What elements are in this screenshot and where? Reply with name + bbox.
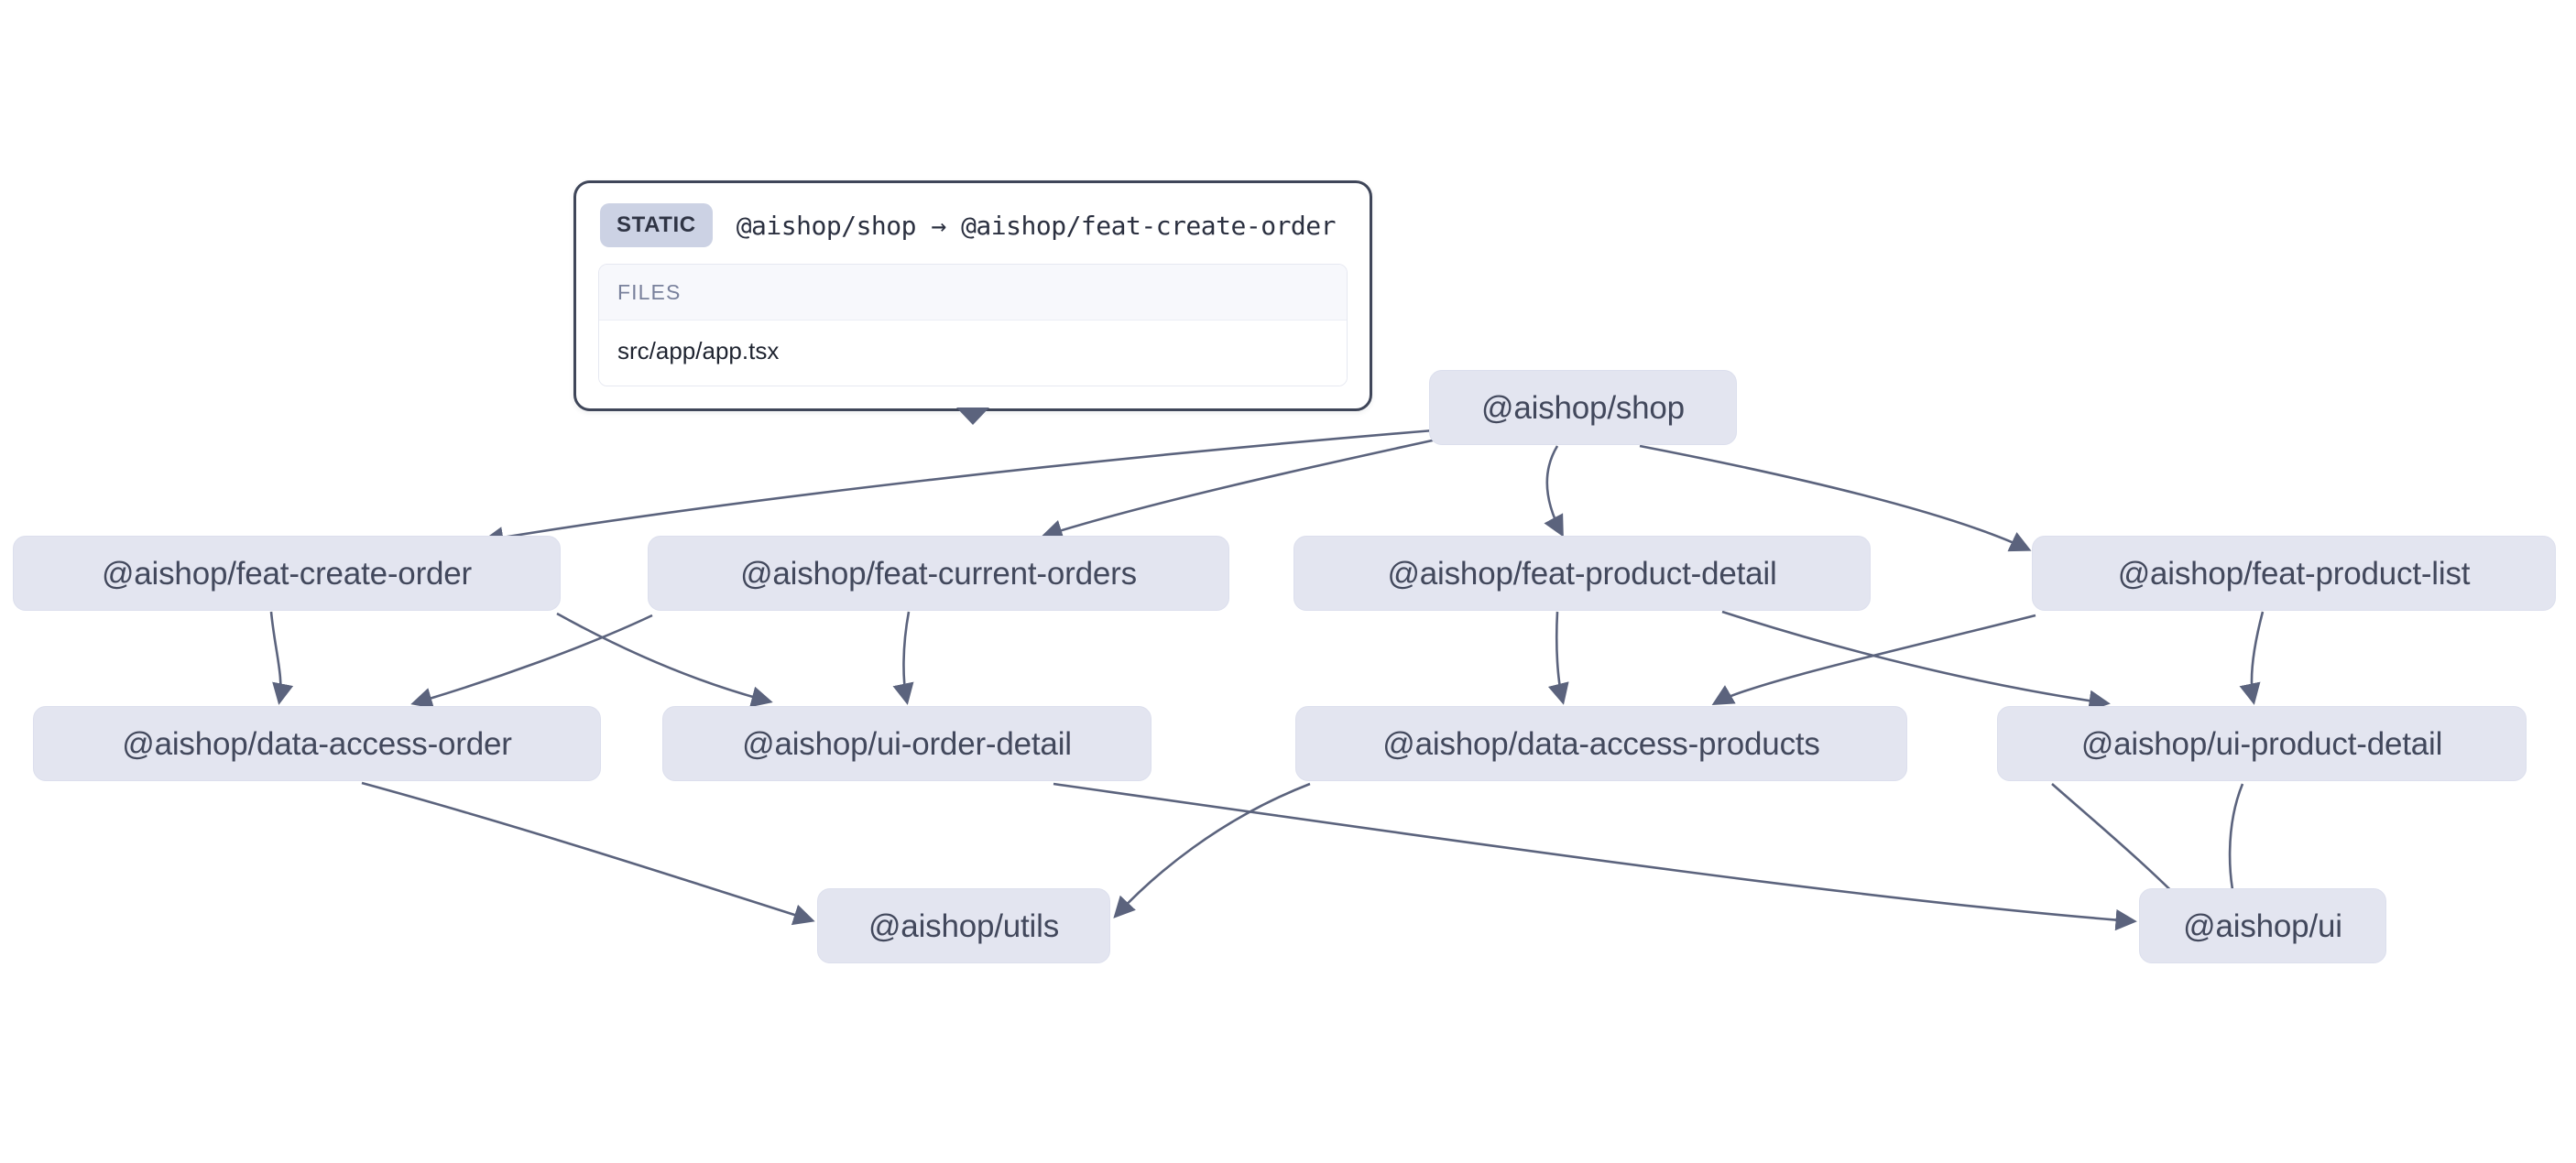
node-label: @aishop/feat-current-orders xyxy=(740,555,1137,592)
edge-data-access-order-to-utils xyxy=(361,781,815,926)
edge-data-access-products-to-utils xyxy=(1113,782,1311,918)
node-aishop-ui[interactable]: @aishop/ui xyxy=(2139,888,2386,963)
edge-shop-to-feat-product-list xyxy=(1639,444,2032,552)
edge-feat-current-orders-to-data-access-order xyxy=(410,614,653,709)
edge-feat-product-detail-to-ui-product-detail xyxy=(1721,610,2111,712)
edge-feat-product-list-to-ui-product-detail xyxy=(2239,611,2265,705)
node-aishop-shop[interactable]: @aishop/shop xyxy=(1429,370,1737,445)
edge-feat-product-detail-to-data-access-products xyxy=(1547,611,1569,705)
node-label: @aishop/data-access-products xyxy=(1382,725,1820,762)
edge-ui-order-detail-to-ui xyxy=(1053,782,2137,931)
tooltip-header: STATIC @aishop/shop → @aishop/feat-creat… xyxy=(576,183,1370,260)
node-label: @aishop/ui xyxy=(2183,908,2342,944)
file-row[interactable]: src/app/app.tsx xyxy=(599,321,1347,386)
node-label: @aishop/utils xyxy=(868,908,1060,944)
edge-feat-product-list-to-data-access-products xyxy=(1711,614,2036,705)
edge-detail-tooltip[interactable]: STATIC @aishop/shop → @aishop/feat-creat… xyxy=(573,180,1372,425)
edge-feat-create-order-to-data-access-order xyxy=(269,611,294,705)
files-panel: FILES src/app/app.tsx xyxy=(598,264,1348,386)
static-badge: STATIC xyxy=(600,203,713,247)
node-aishop-data-access-products[interactable]: @aishop/data-access-products xyxy=(1295,706,1907,781)
node-aishop-feat-product-detail[interactable]: @aishop/feat-product-detail xyxy=(1293,536,1871,611)
node-aishop-ui-order-detail[interactable]: @aishop/ui-order-detail xyxy=(662,706,1152,781)
node-aishop-feat-create-order[interactable]: @aishop/feat-create-order xyxy=(13,536,561,611)
node-label: @aishop/feat-product-detail xyxy=(1387,555,1777,592)
node-label: @aishop/feat-product-list xyxy=(2117,555,2471,592)
node-label: @aishop/data-access-order xyxy=(122,725,512,762)
edge-feat-create-order-to-ui-order-detail xyxy=(556,612,773,708)
node-aishop-data-access-order[interactable]: @aishop/data-access-order xyxy=(33,706,601,781)
edge-feat-current-orders-to-ui-order-detail xyxy=(892,611,914,705)
node-label: @aishop/feat-create-order xyxy=(101,555,473,592)
node-label: @aishop/shop xyxy=(1481,389,1685,426)
node-label: @aishop/ui-product-detail xyxy=(2080,725,2443,762)
node-aishop-utils[interactable]: @aishop/utils xyxy=(817,888,1110,963)
node-label: @aishop/ui-order-detail xyxy=(742,725,1072,762)
files-header: FILES xyxy=(599,265,1347,321)
node-aishop-feat-current-orders[interactable]: @aishop/feat-current-orders xyxy=(648,536,1229,611)
edge-shop-to-feat-current-orders xyxy=(1041,438,1437,541)
tooltip-arrow-icon xyxy=(956,408,989,425)
tooltip-title: @aishop/shop → @aishop/feat-create-order xyxy=(736,210,1337,241)
node-aishop-ui-product-detail[interactable]: @aishop/ui-product-detail xyxy=(1997,706,2527,781)
edge-shop-to-feat-create-order xyxy=(482,429,1435,549)
node-aishop-feat-product-list[interactable]: @aishop/feat-product-list xyxy=(2032,536,2556,611)
edge-shop-to-feat-product-detail xyxy=(1544,445,1564,538)
